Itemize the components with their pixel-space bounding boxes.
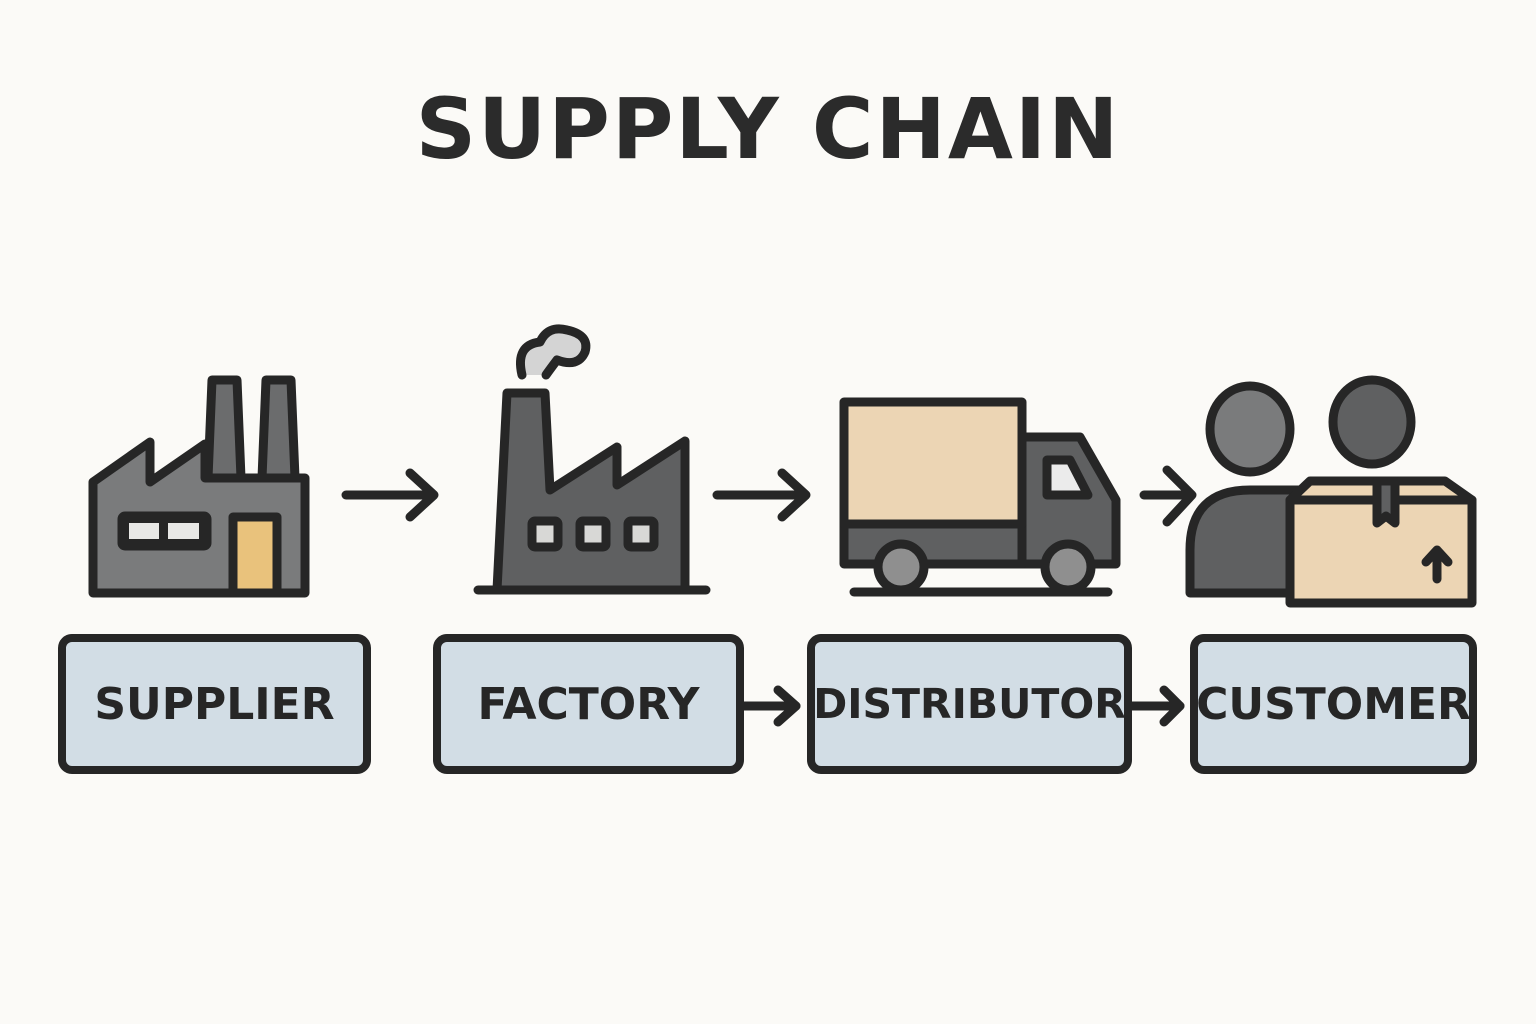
person-head-icon <box>1205 381 1295 477</box>
stage-label: FACTORY <box>477 678 700 730</box>
person-body-icon <box>1185 485 1305 598</box>
page-title: SUPPLY CHAIN <box>415 80 1121 178</box>
arrow-distributor-to-customer <box>1139 465 1197 527</box>
factory-icon <box>473 324 711 595</box>
stage-box-supplier: SUPPLIER <box>58 634 371 774</box>
stage-label: DISTRIBUTOR <box>813 680 1126 728</box>
arrow-up-icon <box>1421 545 1453 584</box>
arrow-supplier-to-factory <box>341 468 439 522</box>
stage-box-customer: CUSTOMER <box>1190 634 1477 774</box>
stage-box-factory: FACTORY <box>433 634 744 774</box>
arrow-factory-to-distributor <box>712 468 811 522</box>
stage-label: SUPPLIER <box>94 678 335 730</box>
warehouse-icon <box>88 375 310 598</box>
truck-icon <box>839 397 1121 597</box>
stage-box-distributor: DISTRIBUTOR <box>807 634 1132 774</box>
arrow-factory-box-to-distributor-box <box>739 685 801 727</box>
stage-label: CUSTOMER <box>1196 678 1471 730</box>
person-head-icon <box>1328 375 1416 469</box>
customers-with-box-icon <box>1185 375 1477 608</box>
arrow-distributor-box-to-customer-box <box>1127 685 1185 727</box>
